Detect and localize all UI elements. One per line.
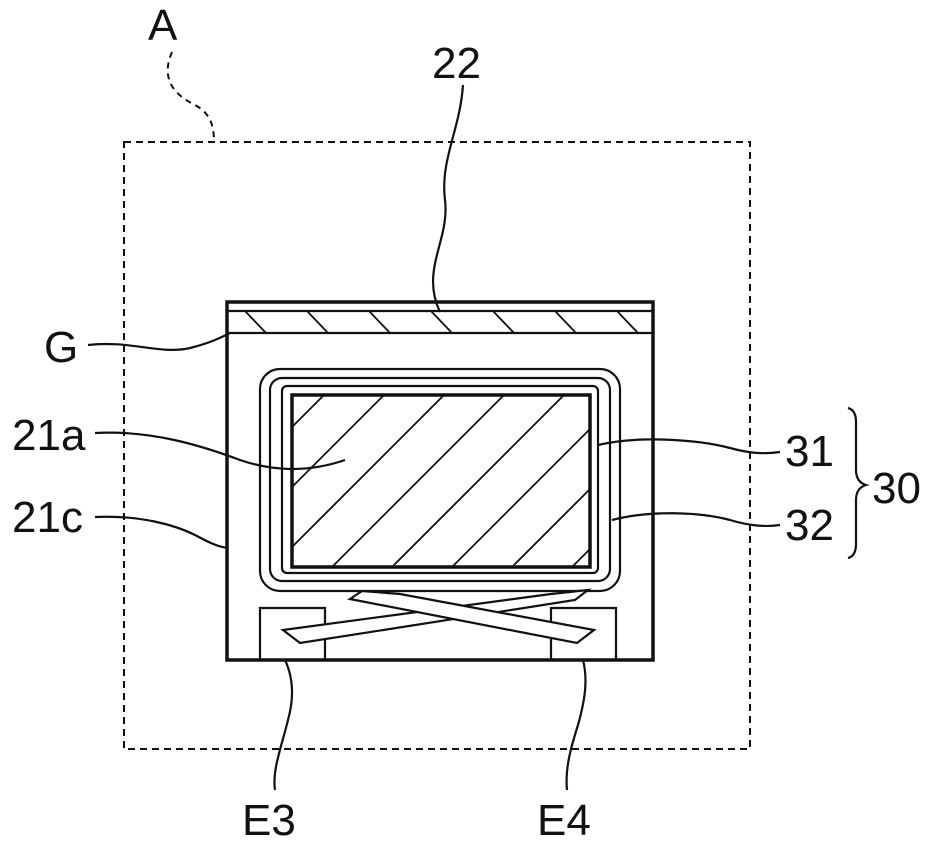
leader-e4 xyxy=(565,659,587,791)
label-e3: E3 xyxy=(242,796,296,845)
label-21a: 21a xyxy=(12,411,86,460)
core-21a-hatching xyxy=(293,395,589,566)
brace-30 xyxy=(847,406,870,560)
leader-21a xyxy=(94,431,346,471)
leader-e3 xyxy=(273,659,294,791)
coil-winding-32-inner-edge xyxy=(268,376,612,583)
lead-wire-to-e4 xyxy=(347,589,597,645)
top-layer-22-hatching xyxy=(244,311,639,333)
leader-31 xyxy=(597,438,781,455)
label-e4: E4 xyxy=(537,796,591,845)
label-22: 22 xyxy=(432,39,481,88)
label-30: 30 xyxy=(872,464,921,513)
label-31: 31 xyxy=(785,427,834,476)
leader-g xyxy=(87,332,231,351)
core-21a xyxy=(290,393,592,569)
coil-winding-31 xyxy=(280,384,600,575)
element-body-21c xyxy=(225,300,655,662)
leader-21c xyxy=(94,515,229,550)
label-21c: 21c xyxy=(12,493,83,542)
leader-a xyxy=(166,51,215,143)
leader-32 xyxy=(611,512,781,528)
coil-winding-32 xyxy=(258,367,622,593)
label-g: G xyxy=(44,323,78,372)
region-a-boundary xyxy=(123,141,751,750)
leader-22 xyxy=(431,84,465,313)
label-32: 32 xyxy=(785,501,834,550)
label-a: A xyxy=(148,1,178,50)
